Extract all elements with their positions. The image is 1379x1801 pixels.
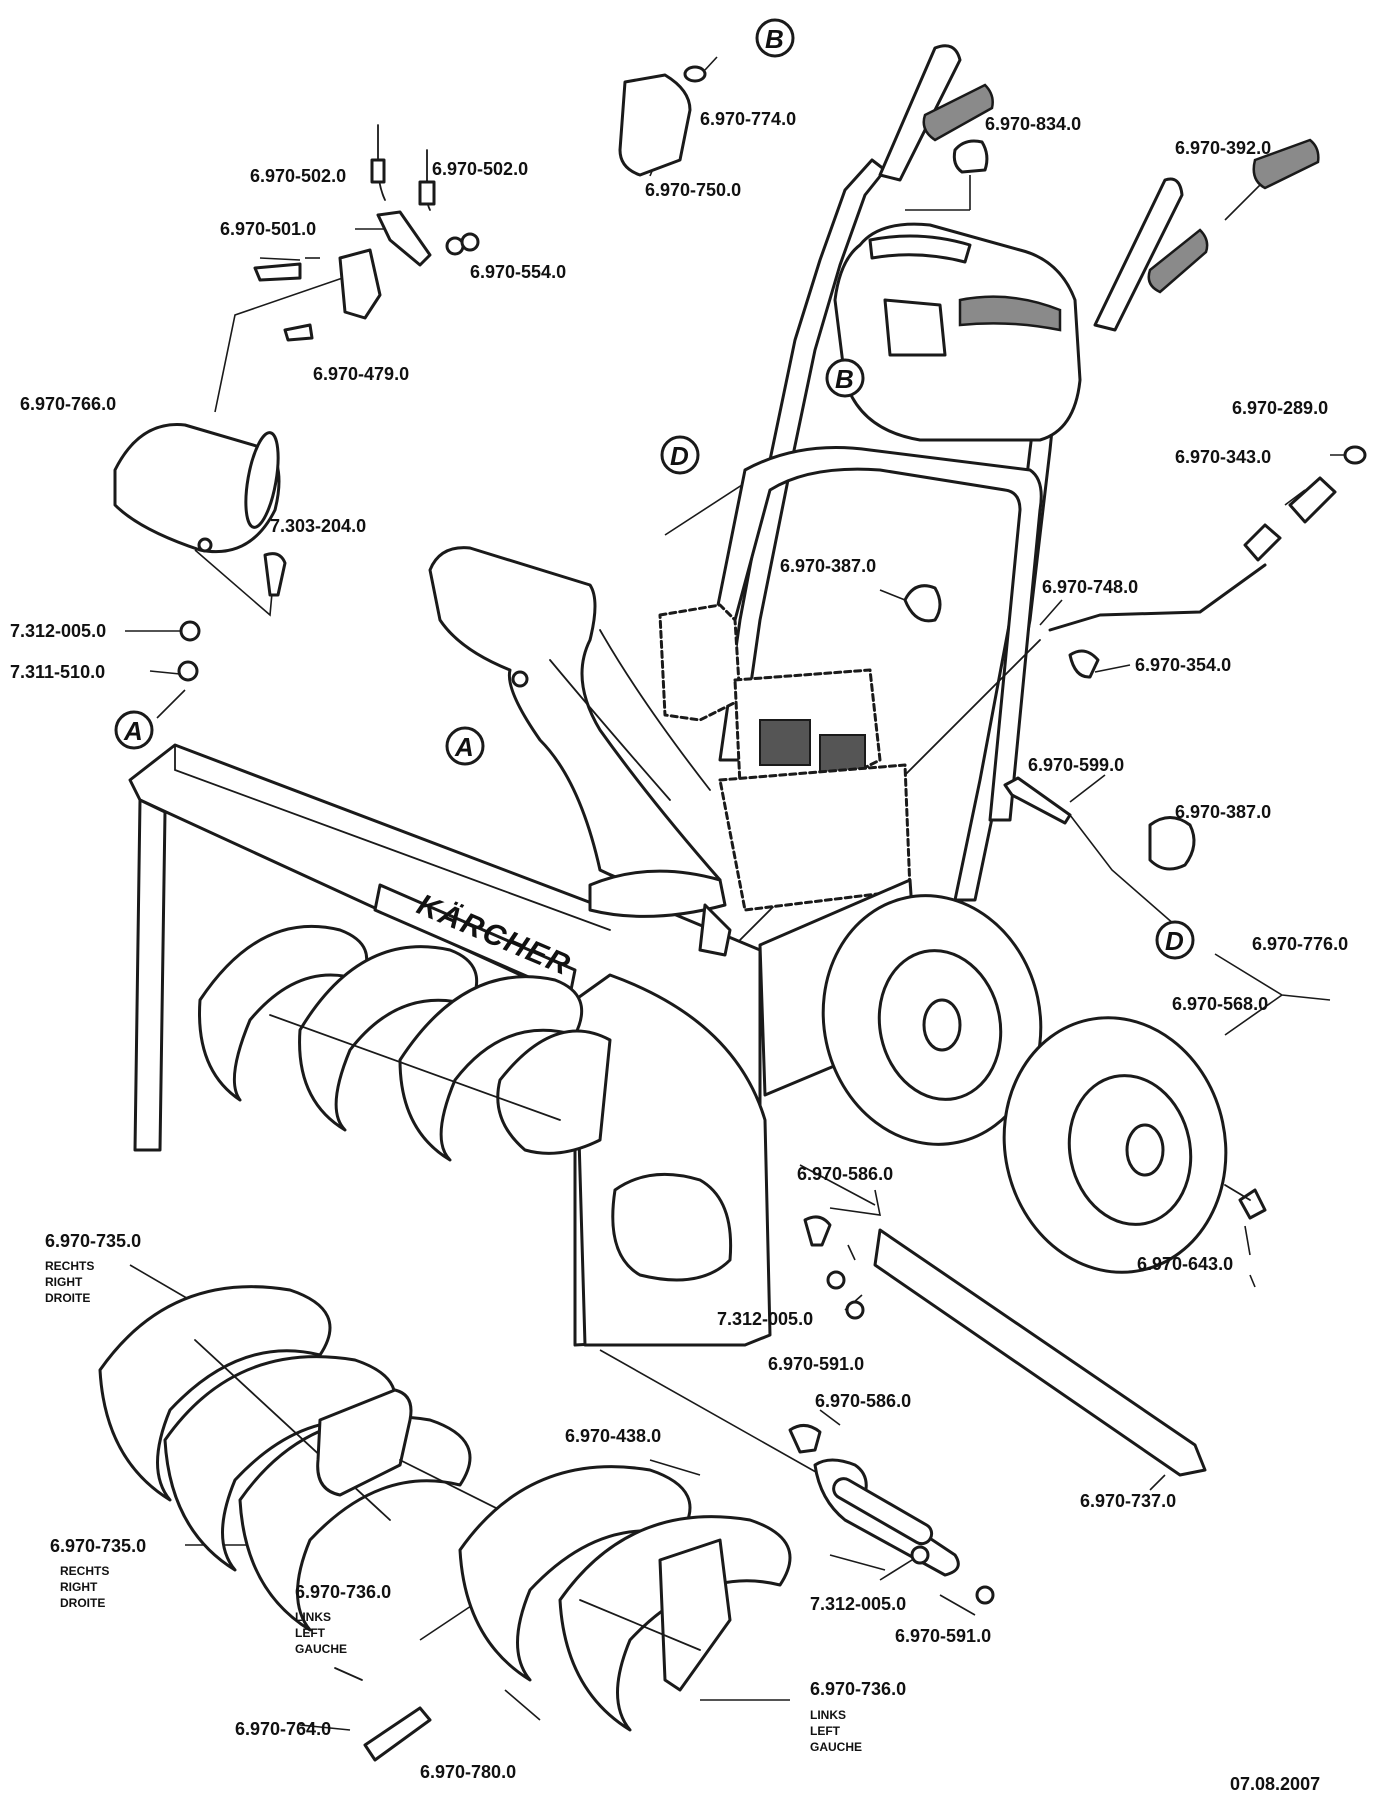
part-labels: 6.970-774.0 6.970-750.0 6.970-834.0 6.97… — [10, 109, 1348, 1794]
part-label: 6.970-568.0 — [1172, 994, 1268, 1014]
part-label: 6.970-554.0 — [470, 262, 566, 282]
part-label: 6.970-736.0 — [810, 1679, 906, 1699]
part-label: 6.970-780.0 — [420, 1762, 516, 1782]
callout-b-top: B — [755, 18, 795, 58]
part-label: 6.970-354.0 — [1135, 655, 1231, 675]
part-label: 6.970-501.0 — [220, 219, 316, 239]
loose-augers — [98, 1285, 792, 1732]
callout-a-chute-letter: A — [454, 732, 474, 762]
part-label: 6.970-776.0 — [1252, 934, 1348, 954]
part-label: 6.970-479.0 — [313, 364, 409, 384]
part-note: GAUCHE — [810, 1740, 862, 1754]
callout-d-knob-letter: D — [1165, 926, 1184, 956]
part-note: LEFT — [295, 1626, 326, 1640]
part-label: 6.970-289.0 — [1232, 398, 1328, 418]
part-label: 6.970-387.0 — [780, 556, 876, 576]
date-stamp: 07.08.2007 — [1230, 1774, 1320, 1794]
callout-a-left-letter: A — [123, 716, 143, 746]
part-label: 6.970-766.0 — [20, 394, 116, 414]
part-note: GAUCHE — [295, 1642, 347, 1656]
part-label: 6.970-502.0 — [250, 166, 346, 186]
part-note: RIGHT — [60, 1580, 98, 1594]
callout-a-left: A — [114, 710, 154, 750]
skid-bar — [813, 1228, 1207, 1577]
wheels — [821, 894, 1267, 1274]
part-label: 6.970-834.0 — [985, 114, 1081, 134]
part-label: 6.970-764.0 — [235, 1719, 331, 1739]
part-label: 6.970-438.0 — [565, 1426, 661, 1446]
part-label: 6.970-586.0 — [797, 1164, 893, 1184]
part-note: DROITE — [45, 1291, 90, 1305]
part-label: 6.970-502.0 — [432, 159, 528, 179]
part-label: 6.970-586.0 — [815, 1391, 911, 1411]
part-label: 6.970-387.0 — [1175, 802, 1271, 822]
callout-d-handle-letter: D — [670, 441, 689, 471]
callout-a-chute: A — [445, 726, 485, 766]
part-note: RECHTS — [45, 1259, 94, 1273]
discharge-chute — [428, 546, 732, 957]
part-label: 7.311-510.0 — [10, 662, 105, 682]
engine-assembly — [658, 603, 912, 912]
part-note: LINKS — [810, 1708, 846, 1722]
part-note: DROITE — [60, 1596, 105, 1610]
auger-in-housing — [198, 924, 612, 1162]
part-note: LINKS — [295, 1610, 331, 1624]
small-parts — [113, 65, 1367, 1762]
part-note: RIGHT — [45, 1275, 83, 1289]
part-label: 6.970-591.0 — [768, 1354, 864, 1374]
part-label: 7.312-005.0 — [717, 1309, 813, 1329]
part-label: 6.970-750.0 — [645, 180, 741, 200]
part-label: 6.970-774.0 — [700, 109, 796, 129]
part-label: 6.970-735.0 — [45, 1231, 141, 1251]
part-label: 6.970-643.0 — [1137, 1254, 1233, 1274]
callout-markers: A A B B D D — [114, 18, 1195, 960]
part-label: 7.303-204.0 — [270, 516, 366, 536]
part-label: 6.970-737.0 — [1080, 1491, 1176, 1511]
part-note: LEFT — [810, 1724, 841, 1738]
part-label: 6.970-343.0 — [1175, 447, 1271, 467]
part-label: 7.312-005.0 — [10, 621, 106, 641]
part-label: 7.312-005.0 — [810, 1594, 906, 1614]
callout-d-handle: D — [660, 435, 700, 475]
part-label: 6.970-736.0 — [295, 1582, 391, 1602]
callout-b-top-letter: B — [765, 24, 784, 54]
callout-d-knob: D — [1155, 920, 1195, 960]
callout-b-panel: B — [825, 358, 865, 398]
part-note: RECHTS — [60, 1564, 109, 1578]
part-label: 6.970-591.0 — [895, 1626, 991, 1646]
part-label: 6.970-735.0 — [50, 1536, 146, 1556]
part-label: 6.970-599.0 — [1028, 755, 1124, 775]
callout-b-panel-letter: B — [835, 364, 854, 394]
part-label: 6.970-748.0 — [1042, 577, 1138, 597]
part-label: 6.970-392.0 — [1175, 138, 1271, 158]
